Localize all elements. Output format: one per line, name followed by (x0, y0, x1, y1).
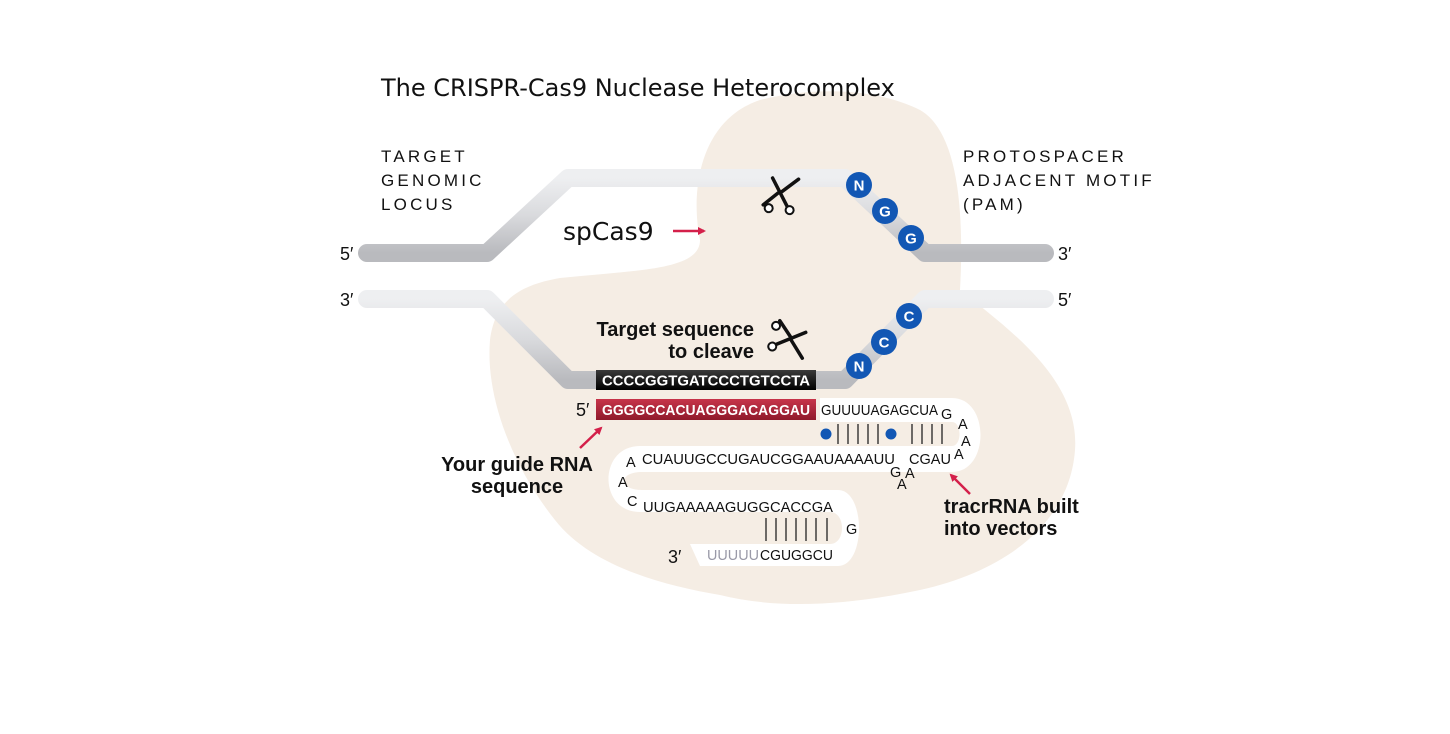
target-sequence-label-line2: to cleave (668, 341, 754, 363)
pam-top-g2: G (898, 225, 924, 251)
loop2-a1: A (626, 455, 636, 471)
scissors-icon-top (761, 176, 801, 216)
pam-label-line1: PROTOSPACER (963, 147, 1127, 166)
tail-grey-sequence: UUUUU (707, 548, 759, 564)
guide-rna-box (596, 399, 816, 420)
guide-5prime: 5′ (576, 400, 590, 420)
base-pair-lines-2 (911, 424, 943, 444)
pam-top-g1-label: G (879, 204, 891, 221)
antirepeat-sequence-a: CUAUUGCCUGAUCGGAAUAAAAUU (642, 452, 895, 468)
target-locus-label-line3: LOCUS (381, 195, 456, 214)
loop2-a2: A (618, 475, 628, 491)
diagram-title: The CRISPR-Cas9 Nuclease Heterocomplex (380, 74, 895, 102)
wobble-dot-1 (820, 428, 832, 440)
pam-bottom-c1-label: C (879, 335, 890, 352)
loop1-g: G (941, 407, 952, 423)
pam-bottom-c2-label: C (904, 309, 915, 326)
base-pair-lines-1 (837, 424, 879, 444)
pam-top-g2-label: G (905, 231, 917, 248)
tail-dark-sequence: CGUGGCU (760, 548, 833, 564)
rna-3prime: 3′ (668, 547, 682, 567)
loop3-g: G (846, 522, 857, 538)
pam-label-line2: ADJACENT MOTIF (963, 171, 1155, 190)
pam-bottom-c2: C (896, 303, 922, 329)
guide-rna-label-line2: sequence (471, 476, 563, 498)
pam-label-line3: (PAM) (963, 195, 1026, 214)
target-dna-sequence: CCCCGGTGATCCCTGTCCTA (602, 374, 811, 390)
top-right-3prime: 3′ (1058, 244, 1072, 264)
pam-top-n-label: N (854, 178, 865, 195)
loop1-a2: A (961, 434, 971, 450)
top-left-5prime: 5′ (340, 244, 354, 264)
scissors-icon-bottom (767, 318, 808, 360)
guide-rna-sequence: GGGGCCACUAGGGACAGGAU (602, 403, 810, 419)
bottom-left-3prime: 3′ (340, 290, 354, 310)
loop1-a1: A (958, 417, 968, 433)
pam-bottom-n-label: N (854, 359, 865, 376)
tracrrna-label-line2: into vectors (944, 518, 1057, 540)
bulge-g: G (890, 465, 901, 481)
wobble-dot-2 (885, 428, 897, 440)
pam-bottom-n: N (846, 353, 872, 379)
pam-bottom-c1: C (871, 329, 897, 355)
pam-top-n: N (846, 172, 872, 198)
guide-rna-label-line1: Your guide RNA (441, 454, 593, 476)
repeat-sequence: GUUUUAGAGCUA (821, 403, 938, 419)
rna-stem-background-1 (608, 398, 981, 566)
loop2-c: C (627, 494, 637, 510)
cas9-protein-blob (489, 91, 1076, 605)
target-locus-label-line1: TARGET (381, 147, 468, 166)
spcas9-label: spCas9 (563, 217, 654, 246)
bottom-right-5prime: 5′ (1058, 290, 1072, 310)
target-sequence-label-line1: Target sequence (597, 319, 754, 341)
tracrrna-arrow (949, 473, 971, 495)
bulge-a1: A (905, 466, 915, 482)
base-pair-lines-3 (765, 518, 828, 541)
guide-rna-arrow (579, 426, 603, 449)
target-locus-label-line2: GENOMIC (381, 171, 485, 190)
loop1-a3: A (954, 447, 964, 463)
pam-top-g1: G (872, 198, 898, 224)
target-dna-box (596, 370, 816, 390)
top-dna-strand (358, 169, 1054, 262)
antirepeat-sequence-b: CGAU (909, 452, 951, 468)
tracrrna-label-line1: tracrRNA built (944, 496, 1079, 518)
bulge-a2: A (897, 477, 907, 493)
stem2-top-sequence: UUGAAAAAGUGGCACCGA (643, 500, 833, 516)
